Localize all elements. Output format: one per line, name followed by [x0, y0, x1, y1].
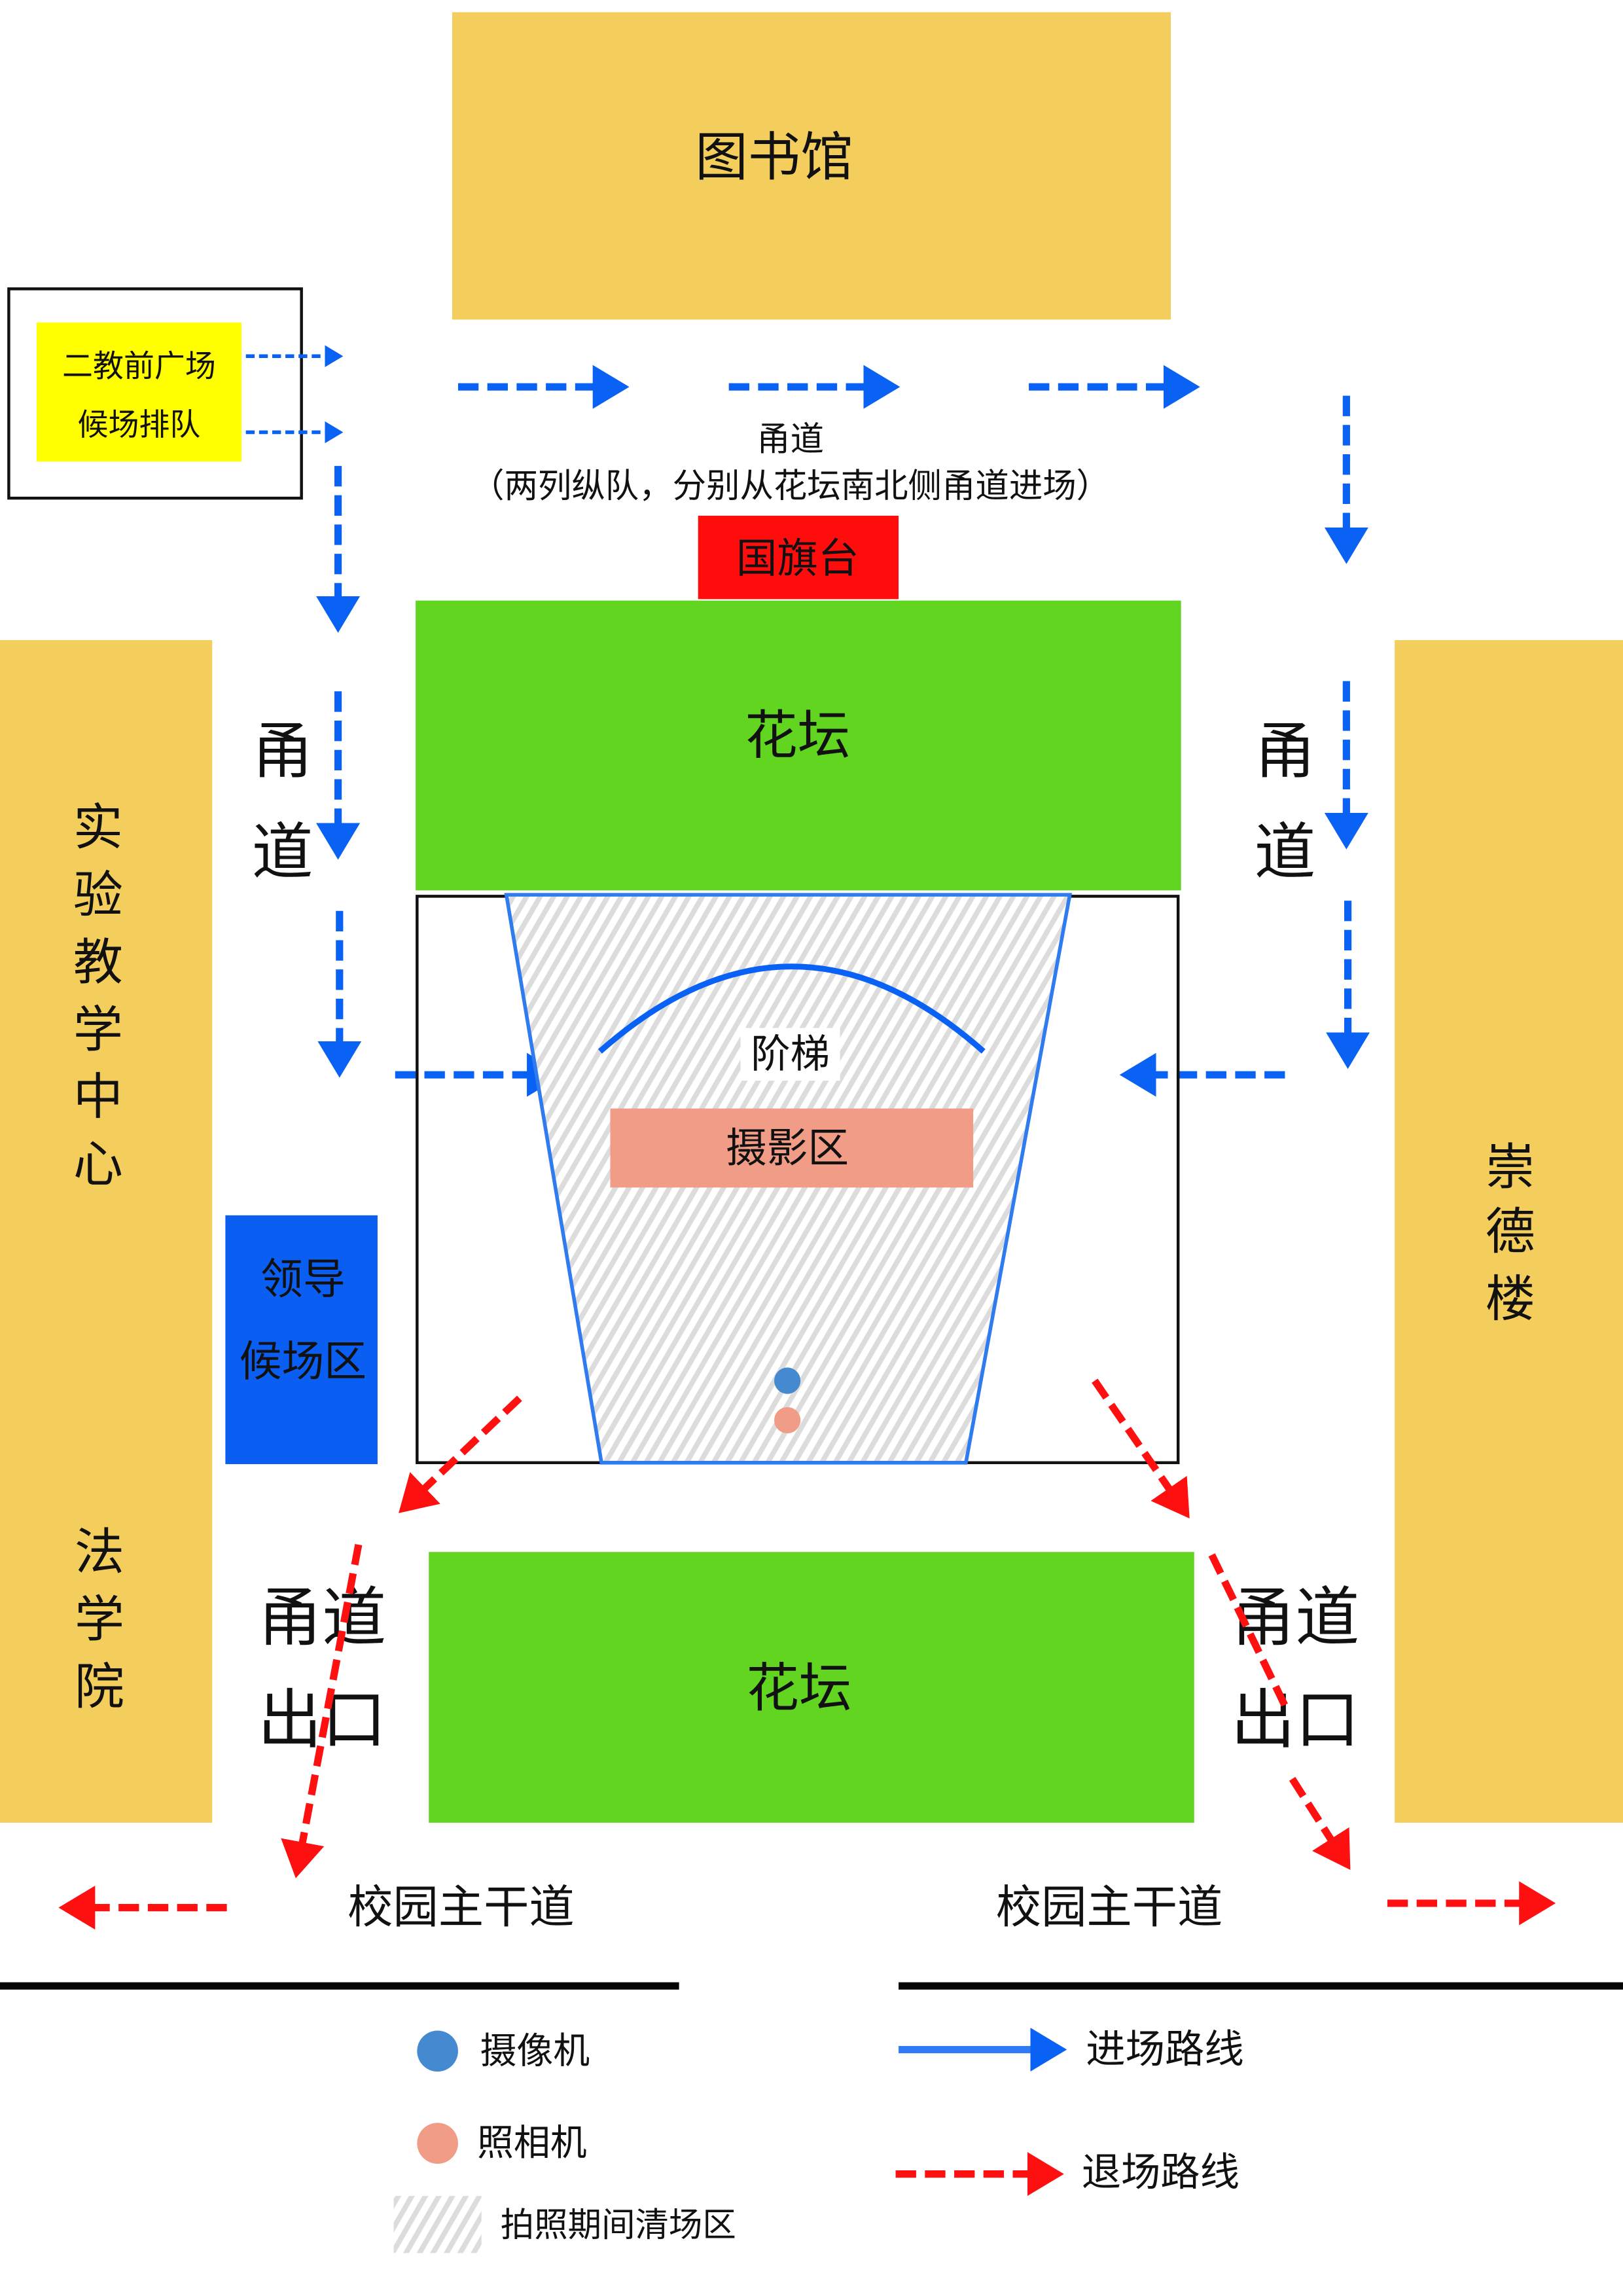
- left-building: 实 验 教 学 中 心 法 学 院: [0, 640, 213, 1823]
- legend-entry-route-label: 进场路线: [1086, 2027, 1243, 2073]
- photo-area-label: 摄影区: [726, 1124, 849, 1172]
- law-school-char: 学: [75, 1590, 124, 1649]
- right-building-char: 德: [1486, 1202, 1535, 1261]
- photo-camera-marker: [774, 1407, 801, 1434]
- legend-camera-label: 摄像机: [480, 2030, 590, 2072]
- exit-arrow: [281, 1543, 363, 1878]
- left-building-char: 实: [73, 798, 123, 857]
- left-building-char: 教: [73, 933, 123, 991]
- right-building: 崇 德 楼: [1395, 640, 1623, 1823]
- legend-exit-route-label: 退场路线: [1082, 2149, 1240, 2195]
- photo-area: 摄影区: [610, 1108, 974, 1188]
- exit-arrow: [1092, 1378, 1190, 1519]
- queue-label-2: 候场排队: [78, 407, 201, 443]
- north-path-label: 甬道: [757, 420, 824, 459]
- exit-arrow: [1289, 1776, 1351, 1870]
- left-building-char: 心: [73, 1135, 123, 1193]
- main-road-line-right: [899, 1982, 1623, 1990]
- exit-right-label-2: 出口: [1231, 1683, 1360, 1757]
- main-road-left-label: 校园主干道: [348, 1882, 575, 1934]
- queue-label-1: 二教前广场: [62, 348, 216, 384]
- photo-camera-legend-icon: [417, 2123, 458, 2164]
- law-school-char: 院: [75, 1657, 124, 1715]
- steps-label: 阶梯: [751, 1031, 830, 1077]
- left-building-char: 中: [73, 1067, 123, 1126]
- legend-photo-camera-label: 照相机: [477, 2122, 587, 2164]
- left-path-char: 道: [252, 817, 313, 888]
- flowerbed-north-label: 花坛: [745, 704, 850, 766]
- flowerbed-south-label: 花坛: [746, 1657, 851, 1719]
- flag-platform: 国旗台: [698, 515, 899, 600]
- steps-arc: [597, 963, 986, 1054]
- camera-marker: [774, 1367, 801, 1394]
- exit-arrow: [399, 1395, 522, 1513]
- right-building-char: 楼: [1486, 1270, 1535, 1328]
- leader-area-label-2: 候场区: [240, 1337, 367, 1386]
- leader-waiting-area: 领导 候场区: [225, 1215, 378, 1465]
- flag-platform-label: 国旗台: [736, 534, 859, 582]
- exit-right-label-1: 甬道: [1231, 1581, 1360, 1655]
- right-building-char: 崇: [1486, 1138, 1535, 1196]
- exit-left-label-1: 甬道: [258, 1581, 387, 1655]
- queue-area: 二教前广场 候场排队: [7, 287, 303, 500]
- left-building-char: 学: [73, 1000, 123, 1058]
- entry-arrows: [245, 345, 1370, 1097]
- legend: 摄像机 照相机 拍照期间清场区 进场路线 退场路线: [393, 2027, 1244, 2253]
- leader-area-label-1: 领导: [260, 1255, 346, 1304]
- right-path-char: 甬: [1254, 715, 1315, 787]
- left-building-char: 验: [73, 866, 123, 924]
- library-building: 图书馆: [452, 12, 1171, 320]
- law-school-char: 法: [75, 1523, 124, 1581]
- library-label: 图书馆: [695, 126, 853, 188]
- right-path-char: 道: [1254, 817, 1315, 888]
- legend-cleared-zone-label: 拍照期间清场区: [501, 2206, 736, 2245]
- north-path-note: （两列纵队，分别从花坛南北侧甬道进场）: [471, 467, 1110, 506]
- flowerbed-north: 花坛: [416, 600, 1181, 891]
- main-road-line-left: [0, 1982, 679, 1990]
- exit-arrows: [58, 1378, 1556, 1930]
- flowerbed-south: 花坛: [429, 1552, 1194, 1823]
- left-path-char: 甬: [252, 715, 313, 787]
- cleared-zone-legend-icon: [393, 2196, 482, 2253]
- camera-legend-icon: [417, 2030, 458, 2072]
- main-road-right-label: 校园主干道: [996, 1882, 1223, 1934]
